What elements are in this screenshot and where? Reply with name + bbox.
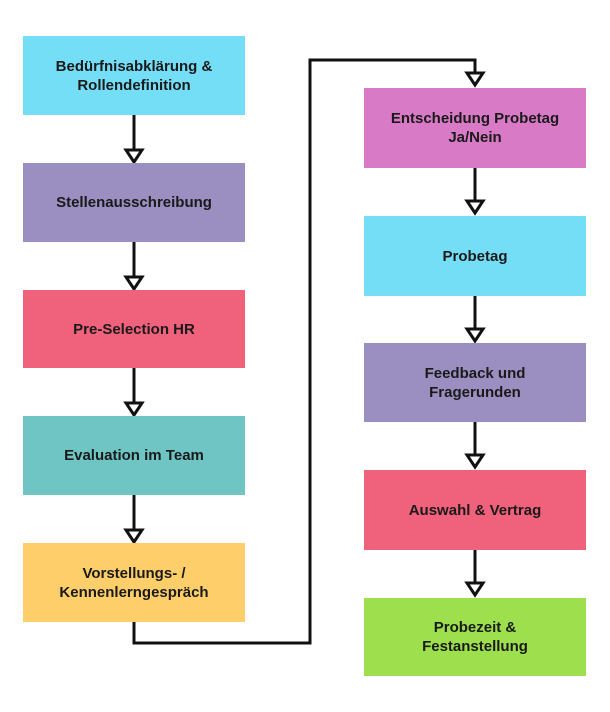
step-needs-assessment: Bedürfnisabklärung & Rollendefinition <box>23 36 245 115</box>
step-feedback: Feedback und Fragerunden <box>364 343 586 422</box>
step-preselection-hr: Pre-Selection HR <box>23 290 245 368</box>
step-trial-day: Probetag <box>364 216 586 296</box>
arrow-head <box>123 401 145 418</box>
step-interview: Vorstellungs- / Kennenlerngespräch <box>23 543 245 622</box>
step-job-posting: Stellenausschreibung <box>23 163 245 242</box>
arrow-head <box>123 275 145 292</box>
column-connector-line <box>132 58 477 645</box>
step-team-evaluation: Evaluation im Team <box>23 416 245 495</box>
arrow-head <box>123 148 145 165</box>
arrow-head <box>464 581 486 598</box>
arrow-head <box>464 453 486 470</box>
arrow-head <box>464 71 486 88</box>
step-trial-day-decision: Entscheidung Probetag Ja/Nein <box>364 88 586 168</box>
arrow-head <box>123 528 145 545</box>
step-selection-contract: Auswahl & Vertrag <box>364 470 586 550</box>
arrow-head <box>464 199 486 216</box>
arrow-head <box>464 327 486 344</box>
step-probation-employment: Probezeit & Festanstellung <box>364 598 586 676</box>
